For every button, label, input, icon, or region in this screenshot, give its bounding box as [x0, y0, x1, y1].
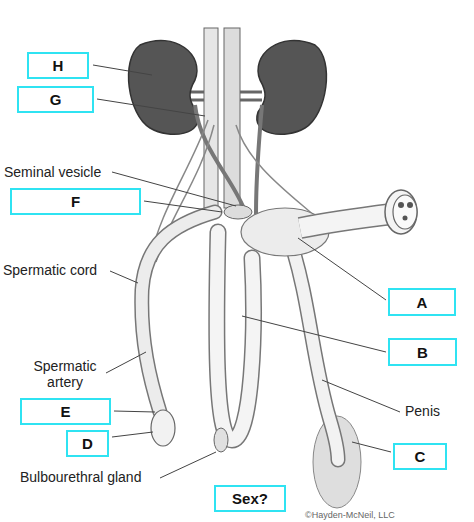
- central-tube: [217, 232, 254, 440]
- kidney: [257, 40, 327, 134]
- seminal-vesicle: [224, 205, 252, 219]
- label-box: Sex?: [214, 485, 286, 512]
- label-box: H: [27, 52, 89, 79]
- kidney: [129, 40, 199, 134]
- spermatic-cord: [142, 212, 215, 412]
- corpus-dot: [398, 202, 404, 208]
- renal-vessels: [190, 92, 262, 100]
- corpus-dot: [407, 202, 413, 208]
- answer-letter: G: [50, 91, 62, 108]
- answer-letter: F: [71, 193, 80, 210]
- answer-letter: A: [417, 294, 428, 311]
- testis: [151, 410, 175, 446]
- leader-lines: [93, 65, 400, 478]
- answer-letter: D: [82, 435, 93, 452]
- ureter: [256, 105, 262, 214]
- copyright-watermark: ©Hayden-McNeil, LLC: [305, 510, 395, 520]
- shaft-section: [385, 190, 417, 234]
- part-label: Spermatic artery: [24, 358, 106, 390]
- label-box: D: [66, 430, 109, 457]
- part-label: Penis: [405, 403, 440, 419]
- bulbourethral-gland: [214, 428, 228, 452]
- aorta: [204, 28, 218, 208]
- penis-shaft: [300, 214, 392, 228]
- shaft-section: [393, 195, 417, 229]
- answer-letter: H: [53, 57, 64, 74]
- label-box: E: [20, 398, 111, 425]
- answer-letter: C: [415, 448, 426, 465]
- label-box: G: [17, 86, 94, 113]
- label-box: B: [388, 338, 457, 366]
- part-label: Spermatic cord: [3, 262, 97, 278]
- part-label: Seminal vesicle: [4, 164, 101, 180]
- corpus-dot: [403, 216, 408, 221]
- duct-tube: [290, 240, 338, 460]
- answer-letter: E: [60, 403, 70, 420]
- answer-letter: B: [417, 344, 428, 361]
- penis-shaft: [300, 214, 392, 228]
- central-tube: [217, 232, 254, 440]
- label-box: C: [393, 443, 447, 470]
- label-box: A: [388, 288, 456, 316]
- label-box: F: [10, 188, 141, 215]
- spermatic-cord: [142, 212, 215, 412]
- answer-letter: Sex?: [232, 490, 268, 507]
- duct-tube: [290, 240, 338, 460]
- part-label: Bulbourethral gland: [20, 469, 141, 485]
- vena-cava: [224, 28, 240, 208]
